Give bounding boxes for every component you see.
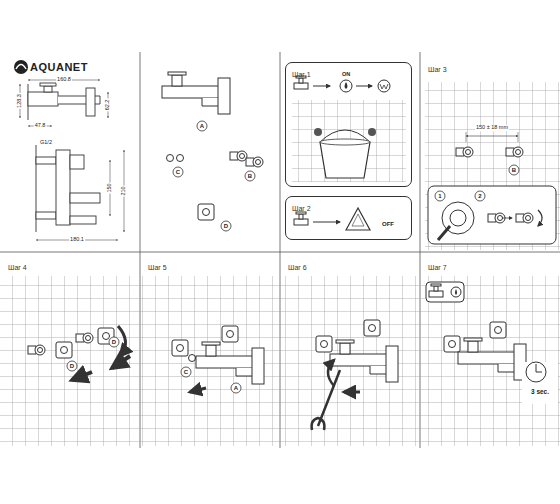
time-label: 3 sec. bbox=[530, 389, 550, 396]
step-heading: Шаг 2 bbox=[286, 201, 317, 216]
part-letter: C bbox=[184, 369, 188, 375]
callout-number: 2 bbox=[478, 193, 481, 199]
step-panel: Шаг 4 bbox=[2, 256, 82, 276]
part-letter: B bbox=[512, 167, 516, 173]
dimension-label: 47.8 bbox=[34, 123, 47, 129]
step-heading: Шаг 3 bbox=[422, 62, 453, 77]
step-panel: Шаг 3 bbox=[422, 58, 522, 78]
part-letter: B bbox=[248, 173, 252, 179]
callout-number: 1 bbox=[438, 193, 441, 199]
part-letter: A bbox=[200, 123, 204, 129]
dimension-label: 210 bbox=[121, 185, 127, 196]
step-panel: Шаг 7 bbox=[422, 256, 502, 276]
status-label: OFF bbox=[382, 221, 394, 227]
step-box: Шаг 2 bbox=[285, 196, 412, 240]
dimension-label: 150 ± 18 mm bbox=[475, 125, 509, 131]
dimension-label: 62.2 bbox=[105, 99, 111, 112]
part-letter: A bbox=[234, 385, 238, 391]
step-box: Шаг 1 bbox=[285, 62, 412, 187]
dimension-label: 150 bbox=[107, 182, 113, 193]
dimension-label: 128.3 bbox=[17, 93, 23, 109]
step-heading: Шаг 5 bbox=[142, 260, 173, 275]
dimension-label: 180.1 bbox=[69, 237, 85, 243]
brand-logo: AQUANET bbox=[30, 62, 88, 73]
step-heading: Шаг 4 bbox=[2, 260, 33, 275]
step-heading: Шаг 7 bbox=[422, 260, 453, 275]
step-panel: Шаг 6 bbox=[282, 256, 362, 276]
step-heading: Шаг 1 bbox=[286, 67, 317, 82]
part-letter: C bbox=[176, 169, 180, 175]
step-panel: Шаг 5 bbox=[142, 256, 222, 276]
dimension-label: G1/2 bbox=[39, 140, 53, 146]
part-letter: D bbox=[112, 339, 116, 345]
part-letter: D bbox=[224, 223, 228, 229]
status-label: ON bbox=[342, 72, 350, 78]
part-letter: D bbox=[70, 363, 74, 369]
step-heading: Шаг 6 bbox=[282, 260, 313, 275]
dimension-label: 160.8 bbox=[56, 77, 72, 83]
